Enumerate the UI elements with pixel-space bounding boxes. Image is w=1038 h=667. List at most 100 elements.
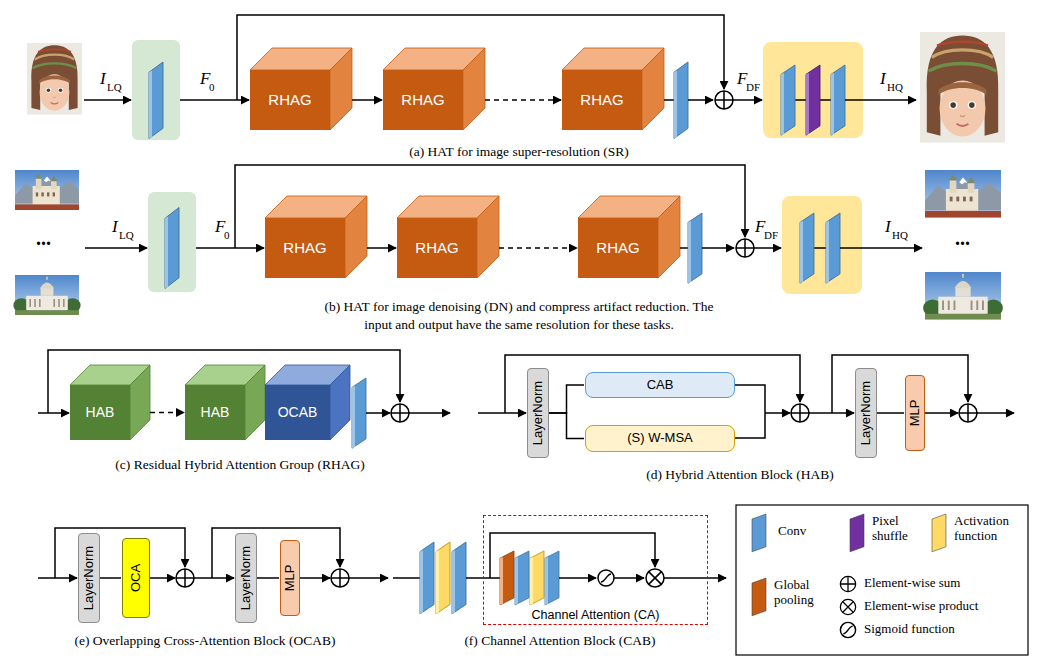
pixel-shuffle-layer bbox=[806, 65, 820, 135]
sr-pipeline bbox=[688, 99, 713, 101]
sr-pipeline bbox=[180, 99, 249, 101]
legend-swatch bbox=[932, 514, 946, 552]
signal-name: HQ bbox=[892, 230, 908, 241]
sum-symbol bbox=[959, 404, 977, 422]
sum-symbol bbox=[840, 576, 855, 591]
hab-block: HAB bbox=[185, 385, 245, 440]
connector bbox=[549, 385, 584, 413]
panel-caption: (c) Residual Hybrid Attention Group (RHA… bbox=[40, 456, 440, 474]
ocab-block: OCAB bbox=[265, 385, 330, 440]
signal-name: HQ bbox=[887, 82, 903, 93]
ocab-wiring bbox=[349, 577, 388, 579]
mlp-box: MLP bbox=[280, 540, 300, 616]
attention-region: Channel Attention (CA) bbox=[483, 515, 708, 625]
sigmoid-symbol bbox=[598, 570, 614, 586]
node-label: CAB bbox=[647, 378, 674, 393]
dn-pipeline bbox=[680, 247, 688, 249]
hab-wiring bbox=[977, 412, 1014, 414]
panel-caption: (b) HAT for image denoising (DN) and com… bbox=[314, 298, 724, 333]
connector bbox=[877, 412, 904, 414]
connector bbox=[367, 247, 396, 249]
cube-face bbox=[658, 196, 680, 278]
skip-connection bbox=[505, 355, 800, 413]
cube-face bbox=[330, 48, 352, 130]
sr-pipeline bbox=[845, 99, 916, 101]
legend-swatch bbox=[752, 578, 766, 616]
activation-layer bbox=[530, 551, 544, 605]
signal-name: F bbox=[755, 218, 765, 235]
conv-layer bbox=[352, 378, 366, 448]
dn-pipeline bbox=[702, 247, 734, 249]
node-label: MLP bbox=[283, 565, 297, 592]
mlp-box: MLP bbox=[905, 375, 925, 451]
dn-pipeline bbox=[814, 247, 826, 249]
connector bbox=[352, 99, 382, 101]
product-symbol bbox=[646, 569, 664, 587]
legend-swatch bbox=[932, 514, 946, 552]
legend-text: Activation function bbox=[954, 514, 1024, 544]
node-label: OCA bbox=[129, 564, 143, 592]
skip-connection bbox=[212, 528, 340, 578]
node-label: LayerNorm bbox=[859, 381, 873, 445]
high-quality-photo bbox=[920, 32, 1005, 143]
sum-symbol bbox=[331, 569, 349, 587]
signal-name: LQ bbox=[119, 230, 134, 241]
panel-caption: (a) HAT for image super-resolution (SR) bbox=[269, 143, 769, 161]
shallow-feature-panel bbox=[132, 40, 180, 140]
signal-name: 0 bbox=[209, 82, 215, 93]
conv-layer bbox=[826, 213, 840, 283]
conv-layer bbox=[688, 213, 702, 283]
ellipsis-mark: ... bbox=[955, 228, 970, 248]
norm-box: LayerNorm bbox=[527, 368, 549, 458]
legend-swatch bbox=[752, 514, 766, 552]
sr-pipeline bbox=[27, 15, 1005, 143]
connector bbox=[549, 413, 584, 439]
cube-face bbox=[477, 196, 499, 278]
node-label: MLP bbox=[908, 400, 922, 427]
cab-wiring bbox=[664, 577, 726, 579]
connector bbox=[499, 247, 577, 249]
rhag-block: RHAG bbox=[578, 218, 658, 278]
ocab-wiring bbox=[150, 577, 175, 579]
signal-name: I bbox=[880, 70, 886, 87]
node-label: RHAG bbox=[401, 91, 444, 108]
signal-name: LQ bbox=[107, 82, 122, 93]
node-label: LayerNorm bbox=[82, 546, 96, 610]
panel-caption: (f) Channel Attention Block (CAB) bbox=[410, 632, 710, 650]
legend-text: Global pooling bbox=[774, 578, 832, 608]
cab-wiring bbox=[393, 577, 420, 579]
panel-caption: (e) Overlapping Cross-Attention Block (O… bbox=[5, 632, 405, 650]
pooling-layer bbox=[500, 551, 514, 605]
attention-box: OCA bbox=[122, 538, 150, 618]
hab-block: HAB bbox=[70, 385, 130, 440]
skip-connection bbox=[832, 355, 968, 413]
attention-box: (S) W-MSA bbox=[585, 425, 735, 452]
node-label: RHAG bbox=[268, 91, 311, 108]
signal-name: I bbox=[112, 218, 118, 235]
cube-face bbox=[642, 48, 664, 130]
signal-name: I bbox=[100, 70, 106, 87]
legend-swatch bbox=[752, 578, 766, 616]
legend-text: Conv bbox=[778, 524, 838, 539]
cube-face bbox=[130, 365, 150, 440]
skip-connection bbox=[55, 528, 185, 578]
rhag-wiring bbox=[38, 412, 69, 414]
conv-layer bbox=[515, 551, 529, 605]
node-label: RHAG bbox=[283, 239, 326, 256]
connector bbox=[150, 412, 184, 414]
legend-swatch bbox=[850, 514, 864, 552]
cab-wiring bbox=[559, 577, 596, 579]
input-photo bbox=[15, 170, 79, 210]
node-label: OCAB bbox=[278, 404, 318, 420]
output-photo bbox=[923, 272, 1003, 320]
signal-name: DF bbox=[764, 230, 778, 241]
hab-wiring bbox=[478, 412, 526, 414]
signal-name: DF bbox=[746, 82, 760, 93]
signal-name: F bbox=[215, 218, 225, 235]
dn-pipeline bbox=[840, 247, 922, 249]
sr-pipeline bbox=[664, 99, 674, 101]
node-label: HAB bbox=[201, 404, 230, 420]
node-label: LayerNorm bbox=[239, 546, 253, 610]
